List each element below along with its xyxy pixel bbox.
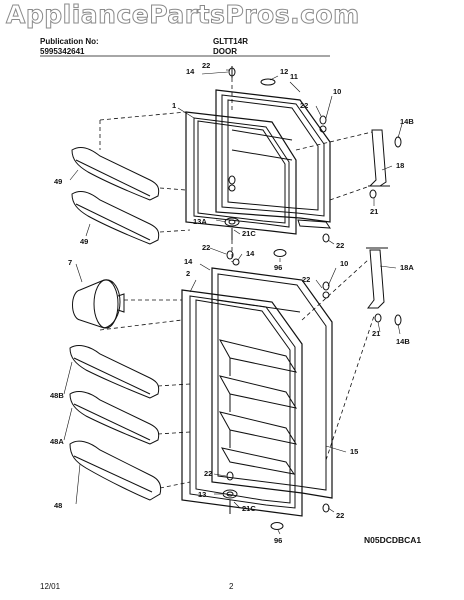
callout-22-bottom: 22 (336, 511, 344, 520)
section-title: DOOR (213, 47, 237, 56)
footer-date: 12/01 (40, 582, 61, 591)
fresh-food-handle (366, 247, 402, 326)
freezer-shelf-lower (71, 191, 160, 245)
freezer-shelf-upper (71, 147, 160, 201)
fresh-food-door-gasket (181, 289, 303, 517)
publication-number: 5995342641 (40, 47, 85, 56)
assembly-guide-lines (99, 78, 375, 489)
publication-label: Publication No: (40, 37, 99, 46)
callout-7: 7 (68, 258, 72, 267)
butter-compartment (72, 279, 125, 329)
callout-18: 18 (396, 161, 404, 170)
callout-12: 12 (280, 67, 288, 76)
freezer-door-gasket (185, 111, 297, 235)
callout-14b-lower: 14B (396, 337, 410, 346)
callout-14b-upper: 14B (400, 117, 414, 126)
callout-15: 15 (350, 447, 358, 456)
door-bin-48 (69, 440, 162, 501)
callout-21-upper: 21 (370, 207, 378, 216)
callout-13: 13 (198, 490, 206, 499)
callout-labels: 1 2 7 10 10 11 12 13 13A 14 14 14 14B 14… (50, 61, 414, 545)
callout-96-lower: 96 (274, 536, 282, 545)
freezer-screw-22 (319, 115, 330, 243)
callout-22-lower-right: 22 (302, 275, 310, 284)
callout-14-left: 14 (184, 257, 193, 266)
callout-96-upper: 96 (274, 263, 282, 272)
callout-48b: 48B (50, 391, 64, 400)
callout-48a: 48A (50, 437, 64, 446)
door-bin-48b (69, 345, 160, 399)
callout-21-lower: 21 (372, 329, 380, 338)
callout-21c-upper: 21C (242, 229, 256, 238)
door-bin-48a (69, 391, 160, 445)
callout-21c-lower: 21C (242, 504, 256, 513)
callout-49-upper: 49 (54, 177, 62, 186)
callout-2: 2 (186, 269, 190, 278)
callout-22-upper-right: 22 (300, 101, 308, 110)
callout-leaders (63, 69, 403, 535)
callout-49-lower: 49 (80, 237, 88, 246)
callout-11: 11 (290, 72, 298, 81)
freezer-door-panel (215, 89, 331, 229)
callout-22-upper-bottom: 22 (336, 241, 344, 250)
callout-14-right: 14 (246, 249, 255, 258)
fresh-food-hinge-parts (222, 250, 330, 530)
door-liner-shelves (219, 339, 298, 475)
model-number: GLTT14R (213, 37, 248, 46)
callout-10-lower: 10 (340, 259, 348, 268)
footer-page-number: 2 (229, 582, 234, 591)
callout-18a: 18A (400, 263, 414, 272)
callout-22-mid: 22 (202, 243, 210, 252)
callout-14-upper: 14 (186, 67, 195, 76)
callout-48: 48 (54, 501, 62, 510)
figure-code: N05DCDBCA1 (364, 535, 422, 545)
callout-1: 1 (172, 101, 176, 110)
freezer-hinge-pin (228, 66, 276, 192)
callout-22-lower-left: 22 (204, 469, 212, 478)
callout-22-top: 22 (202, 61, 210, 70)
callout-10-upper: 10 (333, 87, 341, 96)
callout-13a: 13A (193, 217, 207, 226)
